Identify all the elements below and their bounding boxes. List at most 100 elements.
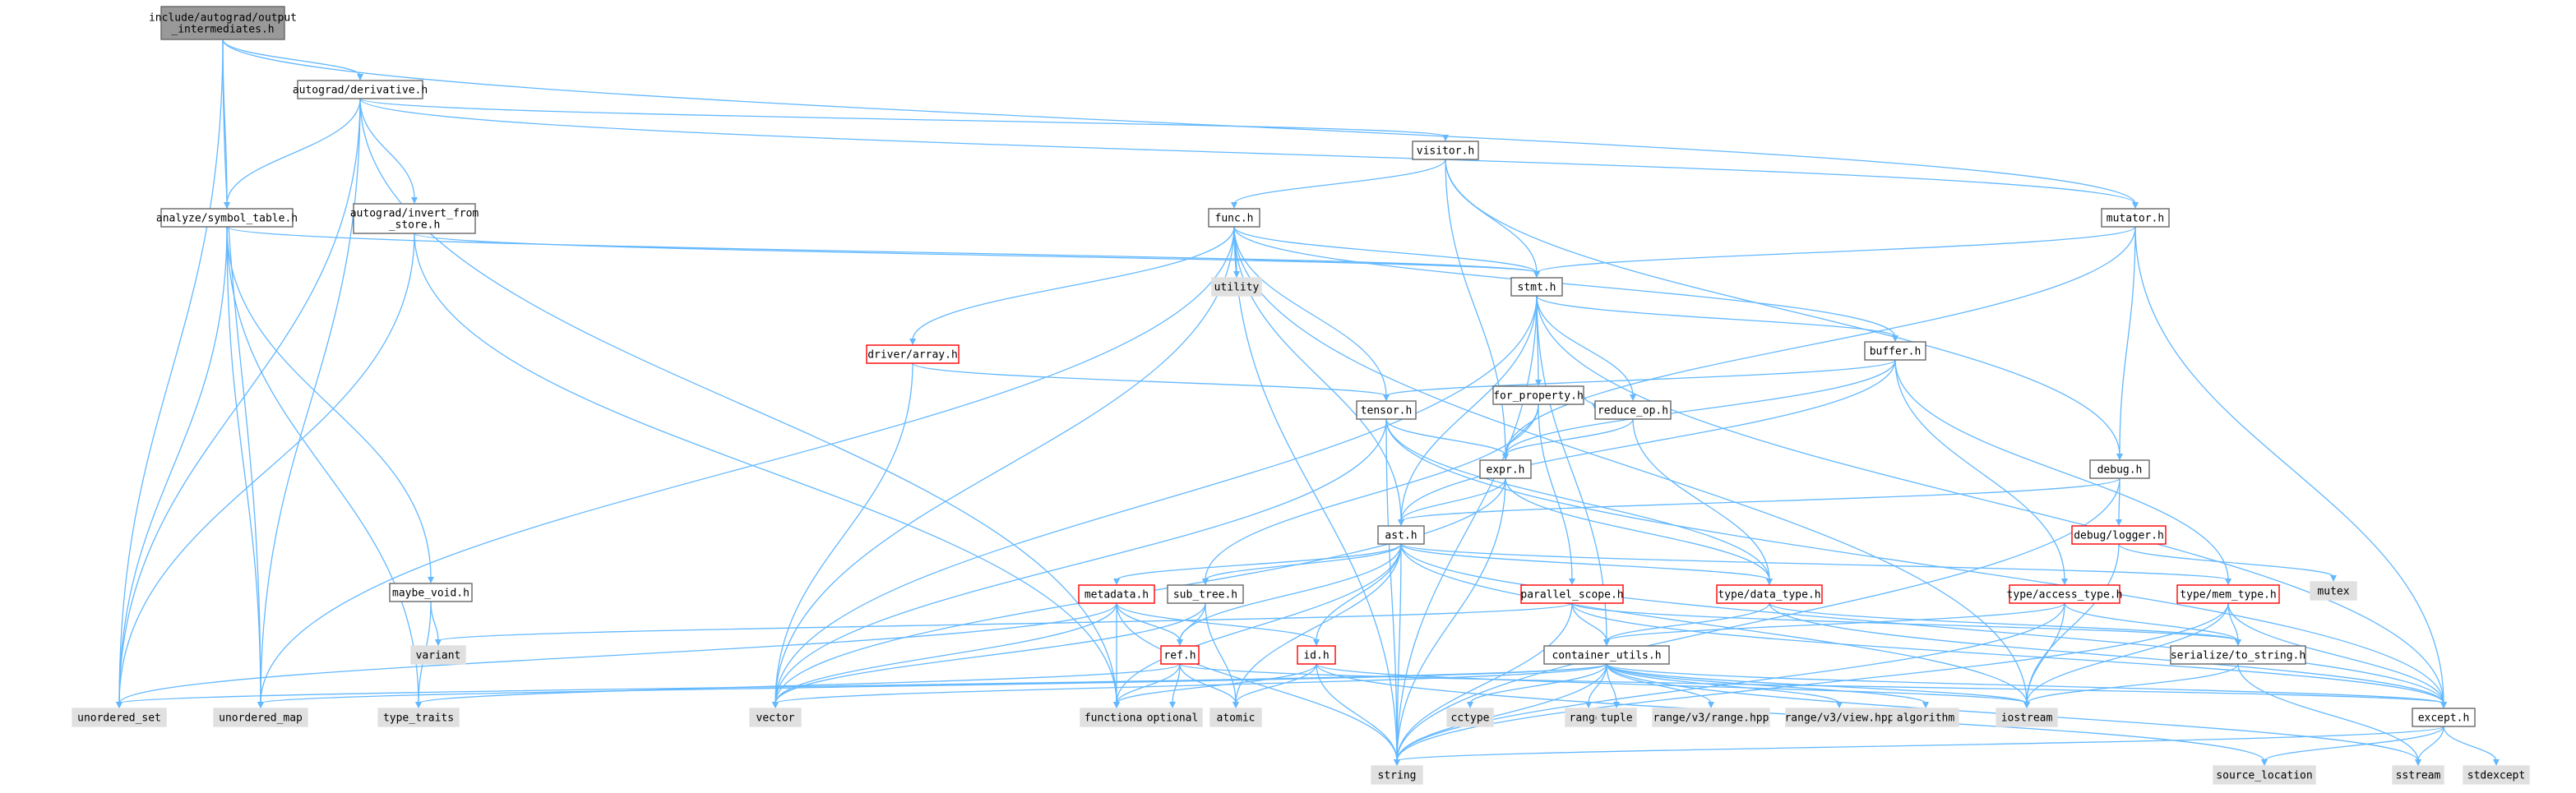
node-accesstype[interactable]: type/access_type.h bbox=[2007, 584, 2123, 604]
node-parallelscope[interactable]: parallel_scope.h bbox=[1520, 584, 1624, 604]
edge-accesstype-to-serialize bbox=[2064, 602, 2239, 642]
edge-arrowhead bbox=[1766, 579, 1773, 585]
node-box bbox=[2310, 581, 2357, 601]
edge-metadata-to-idh bbox=[1116, 602, 1317, 642]
node-stmt[interactable]: stmt.h bbox=[1510, 277, 1563, 297]
node-label: debug.h bbox=[2097, 464, 2143, 477]
node-tensor[interactable]: tensor.h bbox=[1356, 400, 1417, 420]
edge-invert-to-stmt bbox=[414, 233, 1538, 274]
node-box bbox=[377, 708, 460, 727]
node-label: tensor.h bbox=[1361, 405, 1413, 417]
node-label: func.h bbox=[1215, 213, 1254, 225]
edge-tensor-to-expr bbox=[1385, 418, 1506, 456]
node-subtree[interactable]: sub_tree.h bbox=[1167, 584, 1244, 604]
edge-arrowhead bbox=[1177, 639, 1183, 646]
edges-layer bbox=[116, 39, 2500, 766]
node-memtype[interactable]: type/mem_type.h bbox=[2176, 584, 2280, 604]
edge-arrowhead bbox=[2493, 759, 2500, 766]
node-optional: optional bbox=[1142, 708, 1203, 727]
node-box bbox=[749, 708, 802, 727]
edge-func-to-string bbox=[1233, 226, 1398, 762]
node-label: maybe_void.h bbox=[392, 588, 469, 600]
node-maybevoid[interactable]: maybe_void.h bbox=[389, 583, 473, 602]
node-idh[interactable]: id.h bbox=[1297, 645, 1336, 665]
node-func[interactable]: func.h bbox=[1208, 208, 1260, 228]
node-box bbox=[1211, 277, 1262, 297]
edge-root-to-unorderedmap bbox=[222, 39, 261, 704]
node-label: except.h bbox=[2418, 712, 2470, 725]
edge-symtable-to-maybevoid bbox=[226, 226, 432, 579]
node-label: utility bbox=[1214, 282, 1260, 294]
node-reduceop[interactable]: reduce_op.h bbox=[1594, 400, 1672, 420]
edge-memtype-to-string bbox=[1396, 602, 2229, 762]
node-expr[interactable]: expr.h bbox=[1479, 459, 1532, 479]
node-ast[interactable]: ast.h bbox=[1377, 525, 1425, 545]
node-box bbox=[1510, 277, 1563, 297]
node-ref[interactable]: ref.h bbox=[1160, 645, 1200, 665]
node-forprop[interactable]: for_property.h bbox=[1492, 385, 1584, 405]
edge-parallelscope-to-variant bbox=[437, 602, 1573, 642]
node-box bbox=[1996, 708, 2058, 727]
node-box bbox=[353, 203, 476, 234]
node-symtable[interactable]: analyze/symbol_table.h bbox=[156, 208, 298, 228]
node-except[interactable]: except.h bbox=[2412, 708, 2476, 727]
edge-debuglogger-to-iostream bbox=[2026, 543, 2120, 704]
node-label: mutex bbox=[2317, 586, 2349, 598]
node-metadata[interactable]: metadata.h bbox=[1078, 584, 1155, 604]
edge-memtype-to-except bbox=[2227, 602, 2444, 704]
node-label: sstream bbox=[2396, 770, 2441, 782]
node-derivative[interactable]: autograd/derivative.h bbox=[293, 80, 428, 99]
edge-debuglogger-to-mutex bbox=[2118, 543, 2334, 578]
edge-symtable-to-unorderedset bbox=[118, 226, 228, 704]
node-serialize[interactable]: serialize/to_string.h bbox=[2170, 645, 2306, 665]
node-debug[interactable]: debug.h bbox=[2089, 459, 2150, 479]
edge-buffer-to-memtype bbox=[1894, 359, 2229, 581]
node-box bbox=[2213, 765, 2316, 785]
edge-buffer-to-expr bbox=[1505, 359, 1896, 456]
nodes-layer: include/autograd/output_intermediates.ha… bbox=[72, 6, 2530, 785]
node-driverarray[interactable]: driver/array.h bbox=[866, 344, 960, 364]
edge-arrowhead bbox=[1892, 335, 1898, 342]
node-label: debug/logger.h bbox=[2074, 530, 2164, 542]
edge-arrowhead bbox=[772, 702, 779, 708]
edge-driverarray-to-vector bbox=[775, 362, 913, 704]
edge-parallelscope-to-string bbox=[1396, 602, 1573, 762]
node-mutator[interactable]: mutator.h bbox=[2101, 208, 2170, 228]
edge-stmt-to-ast bbox=[1400, 295, 1538, 522]
edge-arrowhead bbox=[357, 74, 363, 81]
node-label: id.h bbox=[1303, 650, 1329, 662]
edge-arrowhead bbox=[2132, 202, 2139, 209]
edge-except-to-string bbox=[1396, 726, 2444, 762]
node-box bbox=[1371, 765, 1423, 785]
node-stdexcept: stdexcept bbox=[2463, 765, 2530, 785]
node-visitor[interactable]: visitor.h bbox=[1412, 141, 1479, 160]
node-utility: utility bbox=[1211, 277, 1262, 297]
edge-invert-to-unorderedset bbox=[118, 233, 415, 704]
node-datatype[interactable]: type/data_type.h bbox=[1716, 584, 1823, 604]
edge-forprop-to-subtree bbox=[1205, 403, 1539, 581]
node-string: string bbox=[1371, 765, 1423, 785]
node-containerutils[interactable]: container_utils.h bbox=[1543, 645, 1670, 665]
edge-root-to-mutator bbox=[222, 39, 2136, 205]
edge-arrowhead bbox=[435, 639, 442, 646]
node-box bbox=[1492, 385, 1584, 405]
node-functional: functional bbox=[1080, 708, 1154, 727]
node-box bbox=[410, 645, 466, 665]
edge-arrowhead bbox=[1836, 702, 1843, 708]
node-box bbox=[72, 708, 167, 727]
node-label: analyze/symbol_table.h bbox=[156, 213, 298, 225]
node-label: unordered_map bbox=[219, 712, 303, 725]
edge-except-to-sourcelocation bbox=[2264, 726, 2444, 762]
node-unorderedmap: unordered_map bbox=[213, 708, 308, 727]
edge-derivative-to-functional bbox=[359, 98, 1117, 704]
edge-subtree-to-ref bbox=[1179, 602, 1206, 642]
node-buffer[interactable]: buffer.h bbox=[1864, 341, 1926, 361]
edge-arrowhead bbox=[1502, 454, 1509, 460]
node-invert[interactable]: autograd/invert_from_store.h bbox=[350, 203, 479, 234]
node-box bbox=[1377, 525, 1425, 545]
node-box bbox=[1208, 208, 1260, 228]
node-iostream: iostream bbox=[1996, 708, 2058, 727]
node-debuglogger[interactable]: debug/logger.h bbox=[2071, 525, 2167, 545]
node-rangev3range: range/v3/range.hpp bbox=[1652, 708, 1770, 727]
